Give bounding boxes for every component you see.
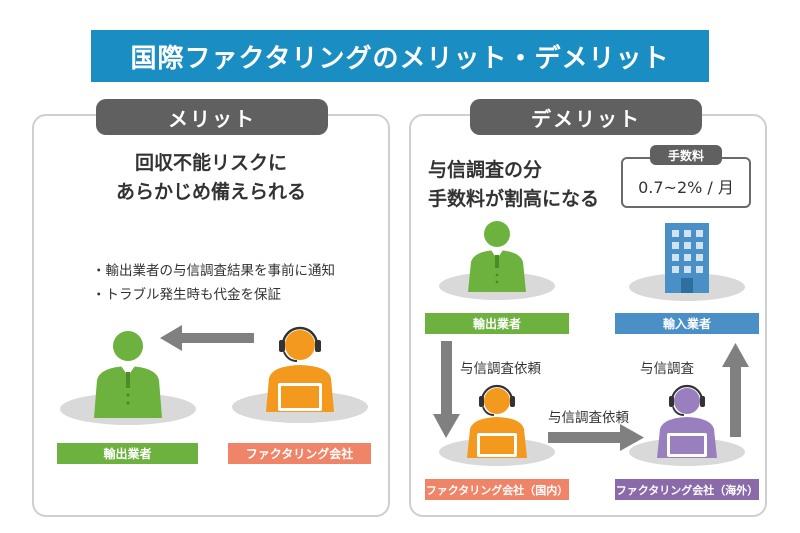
importer-label: 輸入業者 bbox=[615, 313, 759, 334]
fee-tag: 手数料 bbox=[650, 145, 722, 165]
demerit-exporter-label: 輸出業者 bbox=[425, 313, 569, 334]
merit-factoring-label: ファクタリング会社 bbox=[228, 443, 371, 464]
merit-exporter-icon bbox=[60, 331, 196, 425]
merit-factoring-icon bbox=[232, 326, 368, 423]
fee-box bbox=[621, 157, 751, 208]
request-down-label: 与信調査依頼 bbox=[460, 361, 541, 377]
demerit-heading: デメリット bbox=[470, 99, 702, 135]
domestic-factoring-icon bbox=[439, 384, 555, 466]
demerit-line-1: 与信調査の分 bbox=[428, 159, 543, 181]
overseas-factoring-label: ファクタリング会社（海外） bbox=[615, 479, 759, 500]
fee-value: 0.7~2% / 月 bbox=[638, 178, 734, 197]
demerit-summary: 与信調査の分 手数料が割高になる bbox=[428, 156, 628, 214]
merit-bullets: ・輸出業者の与信調査結果を事前に通知 ・トラブル発生時も代金を保証 bbox=[92, 259, 335, 307]
merit-heading: メリット bbox=[96, 99, 328, 135]
overseas-factoring-icon bbox=[629, 384, 745, 466]
demerit-line-2: 手数料が割高になる bbox=[428, 188, 600, 210]
merit-bullet-2: ・トラブル発生時も代金を保証 bbox=[92, 287, 281, 303]
merit-summary: 回収不能リスクに あらかじめ備えられる bbox=[32, 149, 390, 207]
demerit-up-arrow bbox=[722, 343, 749, 437]
importer-building-icon bbox=[629, 223, 745, 301]
merit-left-arrow bbox=[160, 325, 254, 351]
merit-exporter-label: 輸出業者 bbox=[57, 443, 198, 464]
demerit-down-arrow bbox=[433, 341, 460, 438]
merit-line-1: 回収不能リスクに bbox=[134, 152, 287, 174]
page-title: 国際ファクタリングのメリット・デメリット bbox=[91, 30, 709, 82]
merit-line-2: あらかじめ備えられる bbox=[115, 181, 306, 203]
demerit-right-arrow bbox=[548, 424, 644, 451]
check-up-label: 与信調査 bbox=[640, 361, 694, 377]
domestic-factoring-label: ファクタリング会社（国内） bbox=[425, 479, 569, 500]
demerit-exporter-icon bbox=[439, 221, 555, 300]
request-right-label: 与信調査依頼 bbox=[548, 410, 629, 426]
merit-bullet-1: ・輸出業者の与信調査結果を事前に通知 bbox=[92, 263, 335, 279]
